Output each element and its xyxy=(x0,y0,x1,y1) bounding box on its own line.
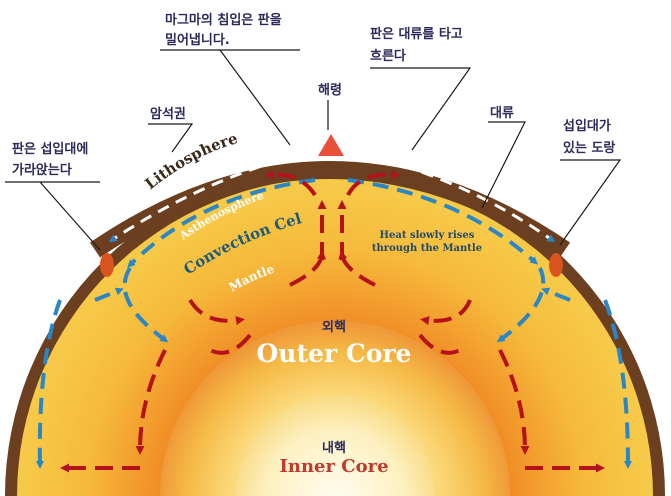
subduction-sink-line1: 판은 섭입대에 xyxy=(12,141,88,157)
outer-core-label-ko: 외핵 xyxy=(322,319,346,335)
ridge-label: 해령 xyxy=(318,82,342,98)
plate-flow-label-line1: 판은 대류를 타고 xyxy=(370,26,463,42)
subduction-drop-left xyxy=(100,253,114,277)
subduction-sink-line2: 가라앉는다 xyxy=(12,162,72,178)
subduction-drop-right xyxy=(549,253,563,277)
subduction-zone-line1: 섭입대가 xyxy=(563,119,611,134)
inner-core xyxy=(235,396,435,496)
plate-motion-arrows-left xyxy=(108,148,319,243)
subduction-zone-line2: 있는 도랑 xyxy=(563,141,615,156)
callout-lines xyxy=(5,49,622,251)
lithosphere-label-ko: 암석권 xyxy=(150,106,186,122)
outer-core-label-en: Outer Core xyxy=(257,339,412,368)
heat-rises-line1: Heat slowly rises xyxy=(380,230,475,241)
plate-flow-label-line2: 흐른다 xyxy=(370,48,406,64)
plate-motion-arrows-right xyxy=(344,148,556,243)
magma-label-line1: 마그마의 침입은 판을 xyxy=(165,12,282,28)
red-convection-arrows xyxy=(60,170,605,473)
inner-core-label-en: Inner Core xyxy=(279,456,388,477)
mid-ocean-ridge xyxy=(318,134,344,156)
inner-core-label-ko: 내핵 xyxy=(322,440,346,456)
blue-convection-arrows xyxy=(35,178,632,469)
heat-rises-line2: through the Mantle xyxy=(372,243,482,254)
magma-label-line2: 밀어냅니다. xyxy=(165,32,230,48)
convection-label-ko: 대류 xyxy=(490,106,514,121)
